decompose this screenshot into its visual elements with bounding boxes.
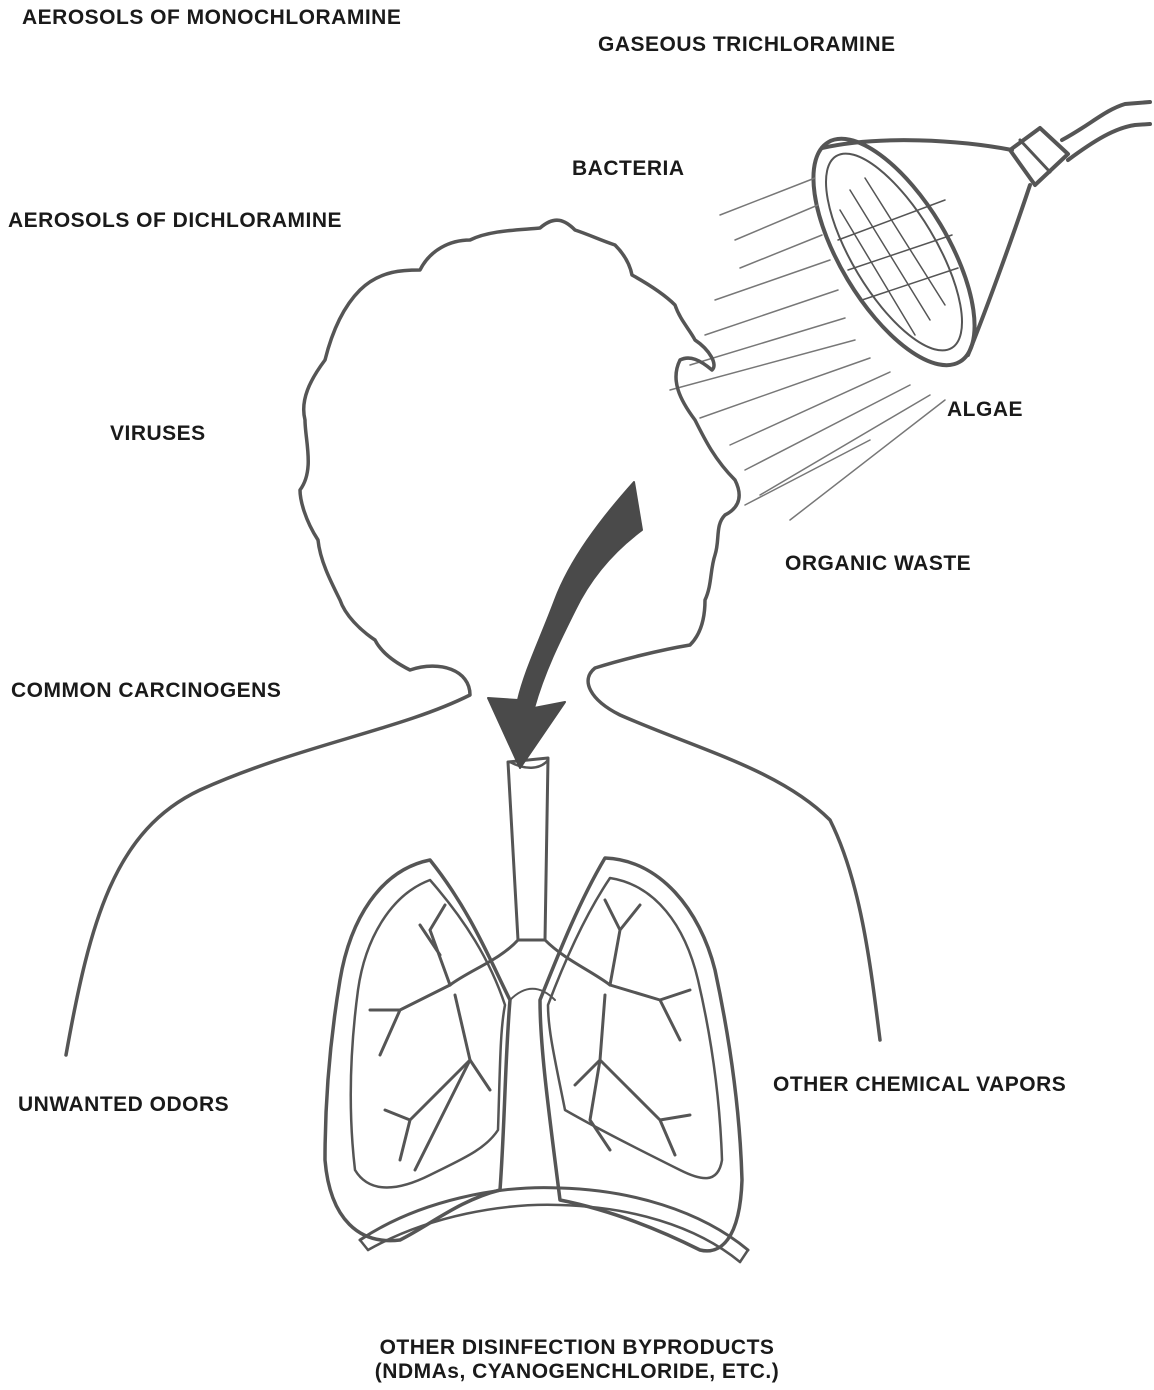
label-disinfection-byproducts-line2: (NDMAs, CYANOGENCHLORIDE, ETC.) (277, 1360, 877, 1384)
label-aerosols-dichloramine: AEROSOLS OF DICHLORAMINE (8, 209, 342, 233)
label-other-chemical-vapors: OTHER CHEMICAL VAPORS (773, 1073, 1066, 1097)
label-common-carcinogens: COMMON CARCINOGENS (11, 679, 281, 703)
label-bacteria: BACTERIA (572, 157, 685, 181)
label-disinfection-byproducts: OTHER DISINFECTION BYPRODUCTS (NDMAs, CY… (277, 1336, 877, 1384)
inhalation-arrow-icon (488, 482, 642, 768)
label-viruses: VIRUSES (110, 422, 206, 446)
shower-head-icon (782, 102, 1150, 390)
label-aerosols-monochloramine: AEROSOLS OF MONOCHLORAMINE (22, 6, 401, 30)
lungs (325, 758, 748, 1262)
label-algae: ALGAE (947, 398, 1023, 422)
label-gaseous-trichloramine: GASEOUS TRICHLORAMINE (598, 33, 896, 57)
person-silhouette (66, 220, 880, 1055)
label-organic-waste: ORGANIC WASTE (785, 552, 971, 576)
label-disinfection-byproducts-line1: OTHER DISINFECTION BYPRODUCTS (277, 1336, 877, 1360)
water-spray (670, 178, 945, 520)
label-unwanted-odors: UNWANTED ODORS (18, 1093, 229, 1117)
